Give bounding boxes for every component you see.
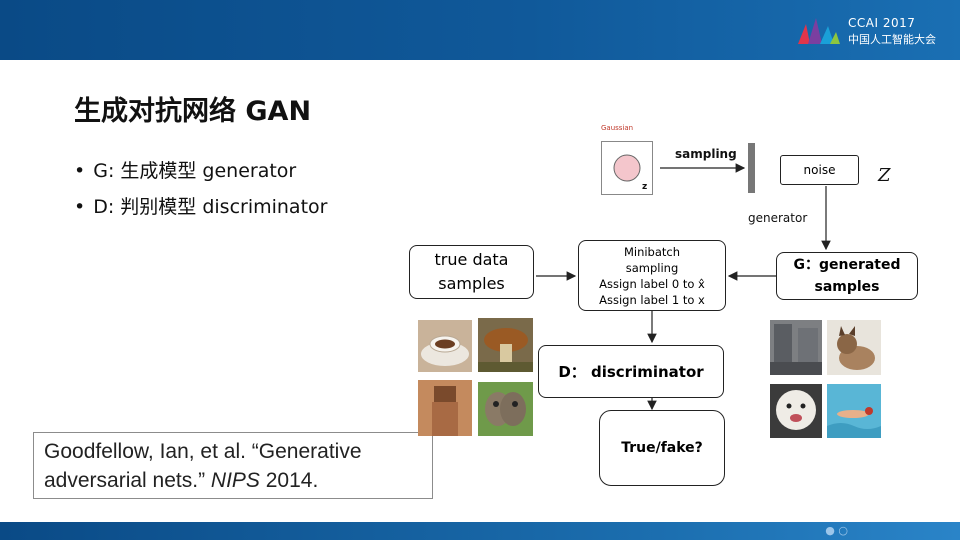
bullet-list: G: 生成模型 generator D: 判别模型 discriminator [74, 156, 327, 228]
minibatch-line3: Assign label 0 to x̂ [599, 276, 705, 291]
logo-subtitle: 中国人工智能大会 [848, 33, 936, 46]
true-data-box: true data samples [409, 245, 534, 299]
minibatch-line4: Assign label 1 to x [599, 292, 705, 307]
swimmer-photo [827, 384, 881, 438]
gaussian-label: Gaussian [601, 124, 634, 132]
logo-title: CCAI 2017 [848, 16, 916, 30]
mushroom-photo [478, 318, 533, 372]
citation-box: Goodfellow, Ian, et al. “Generative adve… [33, 432, 433, 499]
header-bar: CCAI 2017 中国人工智能大会 [0, 0, 960, 60]
minibatch-line2: sampling [625, 260, 679, 275]
minibatch-line1: Minibatch [623, 244, 681, 259]
generated-samples-box: G：generated samples [776, 252, 918, 300]
citation-venue: NIPS [210, 469, 260, 492]
z-symbol: Z [878, 165, 891, 186]
butterfly-photo [478, 382, 533, 436]
person-photo [418, 380, 472, 436]
bullet-discriminator: D: 判别模型 discriminator [74, 192, 327, 228]
dog-photo [770, 384, 822, 438]
ccai-logo-icon [798, 18, 840, 44]
minibatch-box: Minibatch sampling Assign label 0 to x̂ … [578, 240, 726, 311]
sampling-label: sampling [675, 147, 737, 161]
gaussian-distribution-icon [601, 141, 653, 195]
generator-label: generator [748, 211, 808, 225]
bullet-generator: G: 生成模型 generator [74, 156, 327, 192]
coffee-cup-photo [418, 320, 472, 372]
cat-photo [827, 320, 881, 375]
gaussian-variable: z [642, 182, 648, 192]
generated-line1: G：generated [793, 257, 901, 273]
noise-box: noise [780, 155, 859, 185]
page-indicator: ● ○ [825, 524, 848, 537]
discriminator-box: D： discriminator [538, 345, 724, 398]
slide-title: 生成对抗网络 GAN [74, 96, 312, 127]
street-photo [770, 320, 822, 375]
true-data-line1: true data [434, 250, 509, 269]
citation-year: 2014. [259, 469, 319, 492]
noise-vector-bar [748, 143, 755, 193]
generated-line2: samples [814, 279, 880, 295]
output-box: True/fake? [599, 410, 725, 486]
citation-text: Goodfellow, Ian, et al. “Generative adve… [44, 440, 362, 492]
true-data-line2: samples [438, 274, 505, 293]
footer-bar: ● ○ [0, 522, 960, 540]
